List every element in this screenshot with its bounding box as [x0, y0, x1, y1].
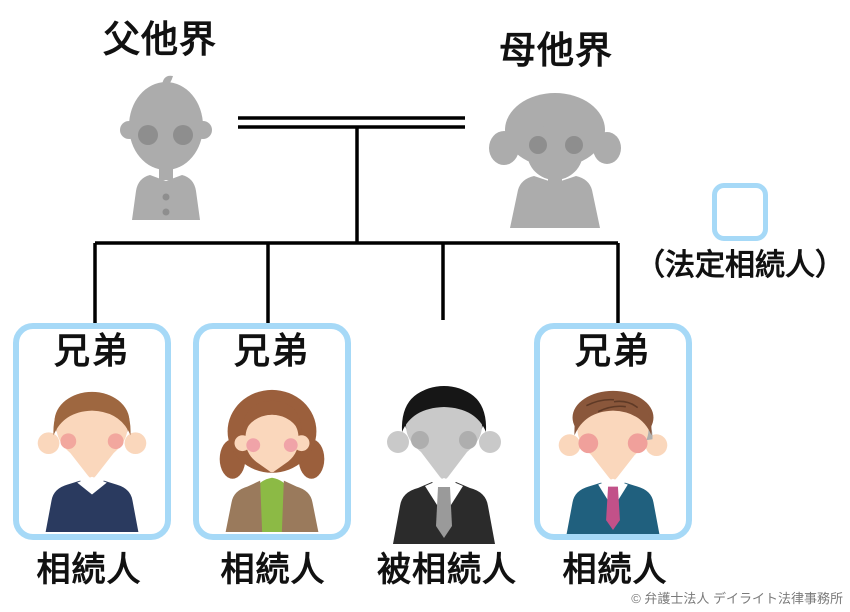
legend-heir-box-swatch: [712, 183, 768, 241]
role-label-child-3: 被相続人: [377, 551, 517, 589]
role-label-child-1: 相続人: [36, 551, 142, 589]
role-label-child-4: 相続人: [562, 551, 668, 589]
sibling-label-child-2: 兄弟: [233, 330, 310, 371]
sibling-label-child-1: 兄弟: [53, 330, 130, 371]
father-deceased-figure-icon: [120, 75, 212, 220]
mother-deceased-figure-icon: [489, 93, 621, 228]
father-status-label: 父他界: [103, 19, 217, 60]
heir-brother-suit-figure-icon: [558, 390, 668, 534]
decedent-figure-icon: [387, 386, 501, 544]
role-label-child-2: 相続人: [220, 551, 326, 589]
mother-status-label: 母他界: [499, 30, 613, 71]
sibling-label-child-4: 兄弟: [574, 330, 651, 371]
legend-label: （法定相続人）: [635, 249, 845, 282]
heir-sister-figure-icon: [219, 389, 325, 532]
copyright-notice: © 弁護士法人 デイライト法律事務所: [631, 591, 843, 606]
heir-brother-figure-icon: [37, 391, 147, 532]
